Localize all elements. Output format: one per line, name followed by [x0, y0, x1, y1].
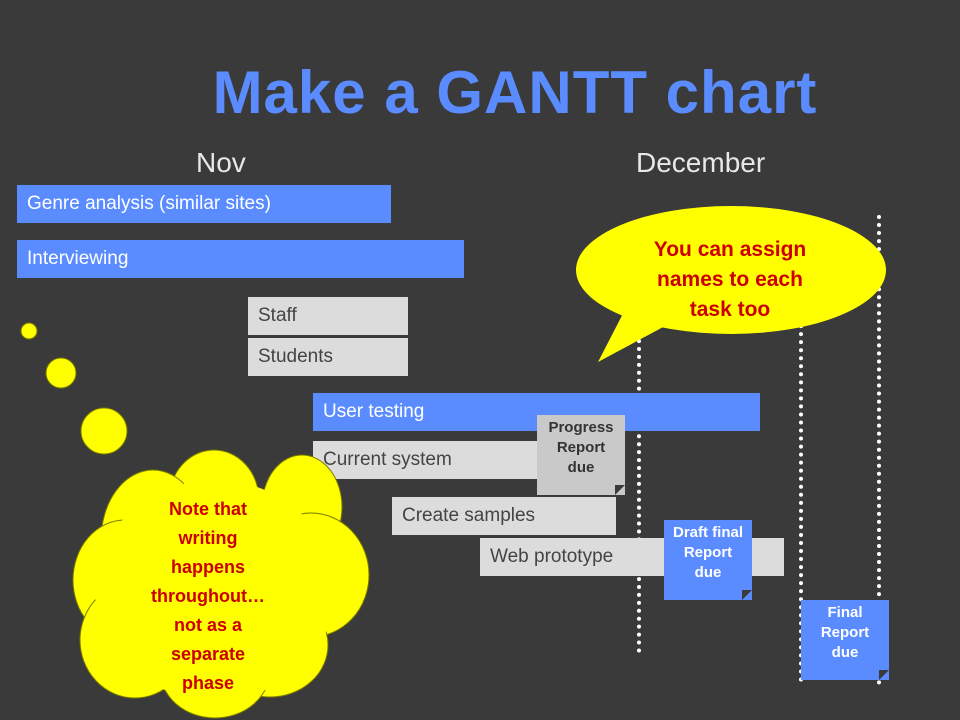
speech-bubble-text: You can assign names to each task too: [600, 235, 860, 325]
thought-cloud-icon: [20, 322, 370, 719]
milestone-line: Draft final: [672, 524, 743, 541]
bubble-line: writing: [178, 528, 238, 548]
milestone-progress-report: Progress Report due: [537, 415, 625, 495]
bubble-line: separate: [170, 644, 246, 664]
milestone-line: Progress: [548, 419, 614, 436]
milestone-line: Report: [683, 544, 733, 561]
thought-bubble-text: Note that writing happens throughout… no…: [128, 495, 288, 698]
milestone-line: Final: [827, 604, 863, 621]
page-fold-icon: [742, 590, 752, 600]
bubble-line: task too: [689, 298, 771, 321]
month-label-december: December: [636, 147, 766, 178]
task-label: Students: [258, 346, 333, 367]
bubble-line: Note that: [169, 499, 247, 519]
final-deadline-line: [877, 215, 881, 685]
page-title: Make a GANTT chart: [212, 59, 818, 126]
milestone-line: due: [567, 459, 595, 476]
task-bar-genre-analysis[interactable]: Genre analysis (similar sites): [17, 185, 391, 223]
task-label: Current system: [323, 449, 452, 470]
task-label: User testing: [323, 401, 425, 422]
milestone-final-report: Final Report due: [801, 600, 889, 680]
bubble-line: throughout…: [151, 586, 265, 606]
bubble-line: You can assign: [653, 238, 807, 261]
bubble-line: not as a: [173, 615, 243, 635]
task-label: Create samples: [402, 505, 536, 526]
month-label-nov: Nov: [196, 147, 246, 178]
task-bar-user-testing[interactable]: User testing: [313, 393, 760, 431]
task-bar-staff[interactable]: Staff: [248, 297, 408, 335]
task-bar-students[interactable]: Students: [248, 338, 408, 376]
task-bar-current-system[interactable]: Current system: [313, 441, 541, 479]
milestone-line: Report: [820, 624, 870, 641]
milestone-line: due: [694, 564, 722, 581]
draft-deadline-line: [799, 300, 803, 682]
milestone-line: due: [831, 644, 859, 661]
progress-deadline-line: [637, 228, 641, 653]
bubble-line: phase: [181, 673, 235, 693]
page-fold-icon: [879, 670, 889, 680]
task-label: Genre analysis (similar sites): [27, 193, 271, 214]
speech-bubble-icon: [576, 206, 886, 362]
bubble-line: happens: [170, 557, 245, 577]
task-label: Web prototype: [490, 546, 614, 567]
page-fold-icon: [615, 485, 625, 495]
milestone-draft-report: Draft final Report due: [664, 520, 752, 600]
task-label: Interviewing: [27, 248, 129, 269]
bubble-line: names to each: [657, 268, 803, 291]
task-bar-create-samples[interactable]: Create samples: [392, 497, 616, 535]
task-bar-interviewing[interactable]: Interviewing: [17, 240, 464, 278]
milestone-line: Report: [556, 439, 606, 456]
task-label: Staff: [258, 305, 297, 326]
